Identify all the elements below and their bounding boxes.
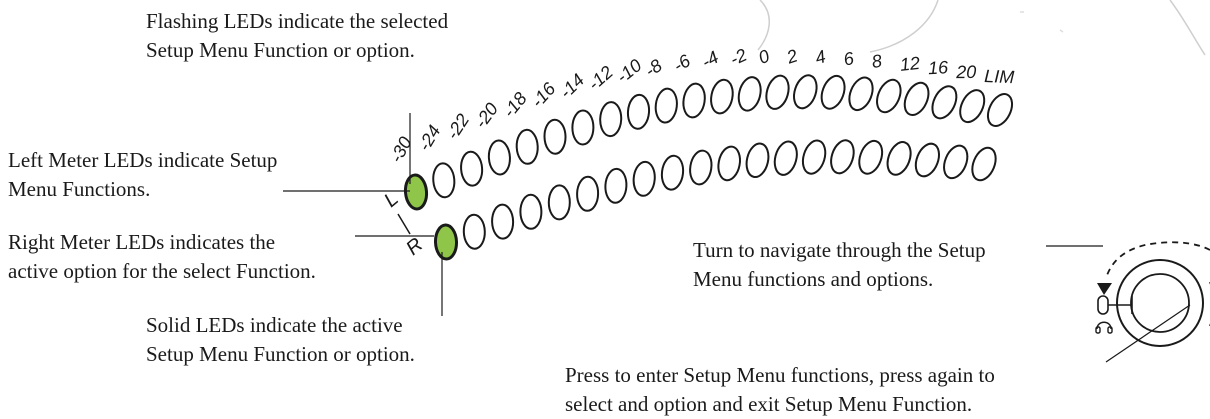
right-meter-led-9 <box>689 149 713 186</box>
right-meter-led-2 <box>491 203 515 240</box>
scale-label-7: -12 <box>584 62 617 94</box>
scale-label-15: 4 <box>813 46 828 68</box>
rotary-encoder-knob-icon[interactable] <box>1116 259 1210 347</box>
left-meter-led-0 <box>403 173 429 211</box>
right-meter-line-1: Right Meter LEDs indicates the <box>8 230 276 254</box>
right-meter-led-10 <box>717 145 741 182</box>
right-meter-led-13 <box>801 139 827 175</box>
solid-leds-callout: Solid LEDs indicate the active Setup Men… <box>146 311 415 369</box>
left-meter-led-9 <box>654 87 678 124</box>
scale-label-13: 0 <box>756 46 773 68</box>
turn-knob-line-1: Turn to navigate through the Setup <box>693 238 986 262</box>
scale-label-8: -10 <box>613 55 646 87</box>
scale-label-18: 12 <box>899 53 921 75</box>
right-meter-led-0 <box>433 223 459 261</box>
left-meter-line-1: Left Meter LEDs indicate Setup <box>8 148 278 172</box>
left-meter-led-row <box>403 74 1014 211</box>
left-meter-led-5 <box>543 118 567 155</box>
left-meter-led-1 <box>432 162 456 199</box>
right-meter-led-19 <box>971 146 997 182</box>
scale-label-6: -14 <box>556 70 589 103</box>
scale-label-9: -8 <box>641 55 666 81</box>
right-meter-led-18 <box>943 144 969 180</box>
flashing-leds-line-2: Setup Menu Function or option. <box>146 38 415 62</box>
channel-label-right: R <box>402 234 427 260</box>
scale-label-19: 16 <box>928 57 950 78</box>
scale-label-4: -18 <box>499 89 531 122</box>
headphone-jack-icon <box>1097 295 1133 315</box>
scale-label-10: -6 <box>670 50 695 76</box>
right-meter-led-15 <box>858 139 884 175</box>
left-meter-led-3 <box>487 139 511 176</box>
scale-label-21: LIM <box>984 66 1015 87</box>
left-meter-led-2 <box>460 150 484 187</box>
turn-knob-line-2: Menu functions and options. <box>693 267 934 291</box>
left-meter-led-10 <box>682 82 706 119</box>
scale-label-14: 2 <box>783 45 800 67</box>
right-meter-led-5 <box>576 175 600 212</box>
left-meter-led-15 <box>820 74 846 110</box>
right-meter-line-2: active option for the select Function. <box>8 259 316 283</box>
right-meter-led-row <box>433 139 997 261</box>
left-meter-led-7 <box>599 101 623 138</box>
left-meter-led-17 <box>876 78 902 114</box>
right-meter-led-4 <box>547 184 571 221</box>
left-meter-led-19 <box>931 85 958 120</box>
solid-leds-line-1: Solid LEDs indicate the active <box>146 313 403 337</box>
left-meter-led-13 <box>765 74 790 110</box>
right-meter-led-8 <box>660 154 685 191</box>
right-meter-led-14 <box>830 139 855 175</box>
flashing-leds-callout: Flashing LEDs indicate the selected Setu… <box>146 7 448 65</box>
scale-label-2: -22 <box>442 110 473 143</box>
background-sketch <box>757 0 1206 56</box>
left-meter-led-18 <box>903 81 930 116</box>
scale-label-20: 20 <box>955 62 976 82</box>
scale-label-1: -24 <box>414 122 445 155</box>
left-meter-led-11 <box>710 78 734 115</box>
leader-lines <box>283 113 1191 363</box>
left-meter-led-20 <box>959 89 986 124</box>
scale-label-0: -30 <box>386 134 416 166</box>
left-meter-led-12 <box>737 76 762 112</box>
left-meter-callout: Left Meter LEDs indicate Setup Menu Func… <box>8 146 277 204</box>
left-meter-led-16 <box>848 76 874 112</box>
solid-leds-line-2: Setup Menu Function or option. <box>146 342 415 366</box>
scale-label-17: 8 <box>870 51 883 72</box>
headphone-icon <box>1095 321 1113 334</box>
right-meter-callout: Right Meter LEDs indicates the active op… <box>8 228 316 286</box>
left-meter-led-21 <box>986 93 1014 127</box>
press-knob-callout: Press to enter Setup Menu functions, pre… <box>565 361 995 419</box>
press-leader-line <box>1105 304 1191 363</box>
left-meter-led-6 <box>571 109 595 146</box>
right-meter-led-17 <box>914 142 940 178</box>
flashing-leds-line-1: Flashing LEDs indicate the selected <box>146 9 449 33</box>
turn-knob-callout: Turn to navigate through the Setup Menu … <box>693 236 986 294</box>
channel-divider <box>397 213 411 235</box>
scale-label-5: -16 <box>527 78 560 111</box>
left-meter-line-2: Menu Functions. <box>8 177 151 201</box>
left-meter-led-8 <box>626 93 651 130</box>
right-meter-led-6 <box>604 167 628 204</box>
left-meter-led-14 <box>793 74 818 110</box>
right-meter-led-11 <box>745 142 770 179</box>
press-knob-line-1: Press to enter Setup Menu functions, pre… <box>565 363 995 387</box>
right-meter-led-3 <box>519 193 543 230</box>
right-meter-led-1 <box>462 213 486 250</box>
press-knob-line-2: select and option and exit Setup Menu Fu… <box>565 392 973 416</box>
left-meter-led-4 <box>515 128 539 165</box>
right-meter-led-7 <box>632 160 656 197</box>
scale-label-3: -20 <box>471 99 503 132</box>
scale-label-16: 6 <box>842 48 857 70</box>
scale-label-12: -2 <box>727 45 750 70</box>
scale-label-11: -4 <box>698 47 722 72</box>
curved-arrow-icon <box>1097 241 1210 295</box>
right-meter-led-16 <box>886 141 912 176</box>
right-meter-led-12 <box>773 140 798 176</box>
